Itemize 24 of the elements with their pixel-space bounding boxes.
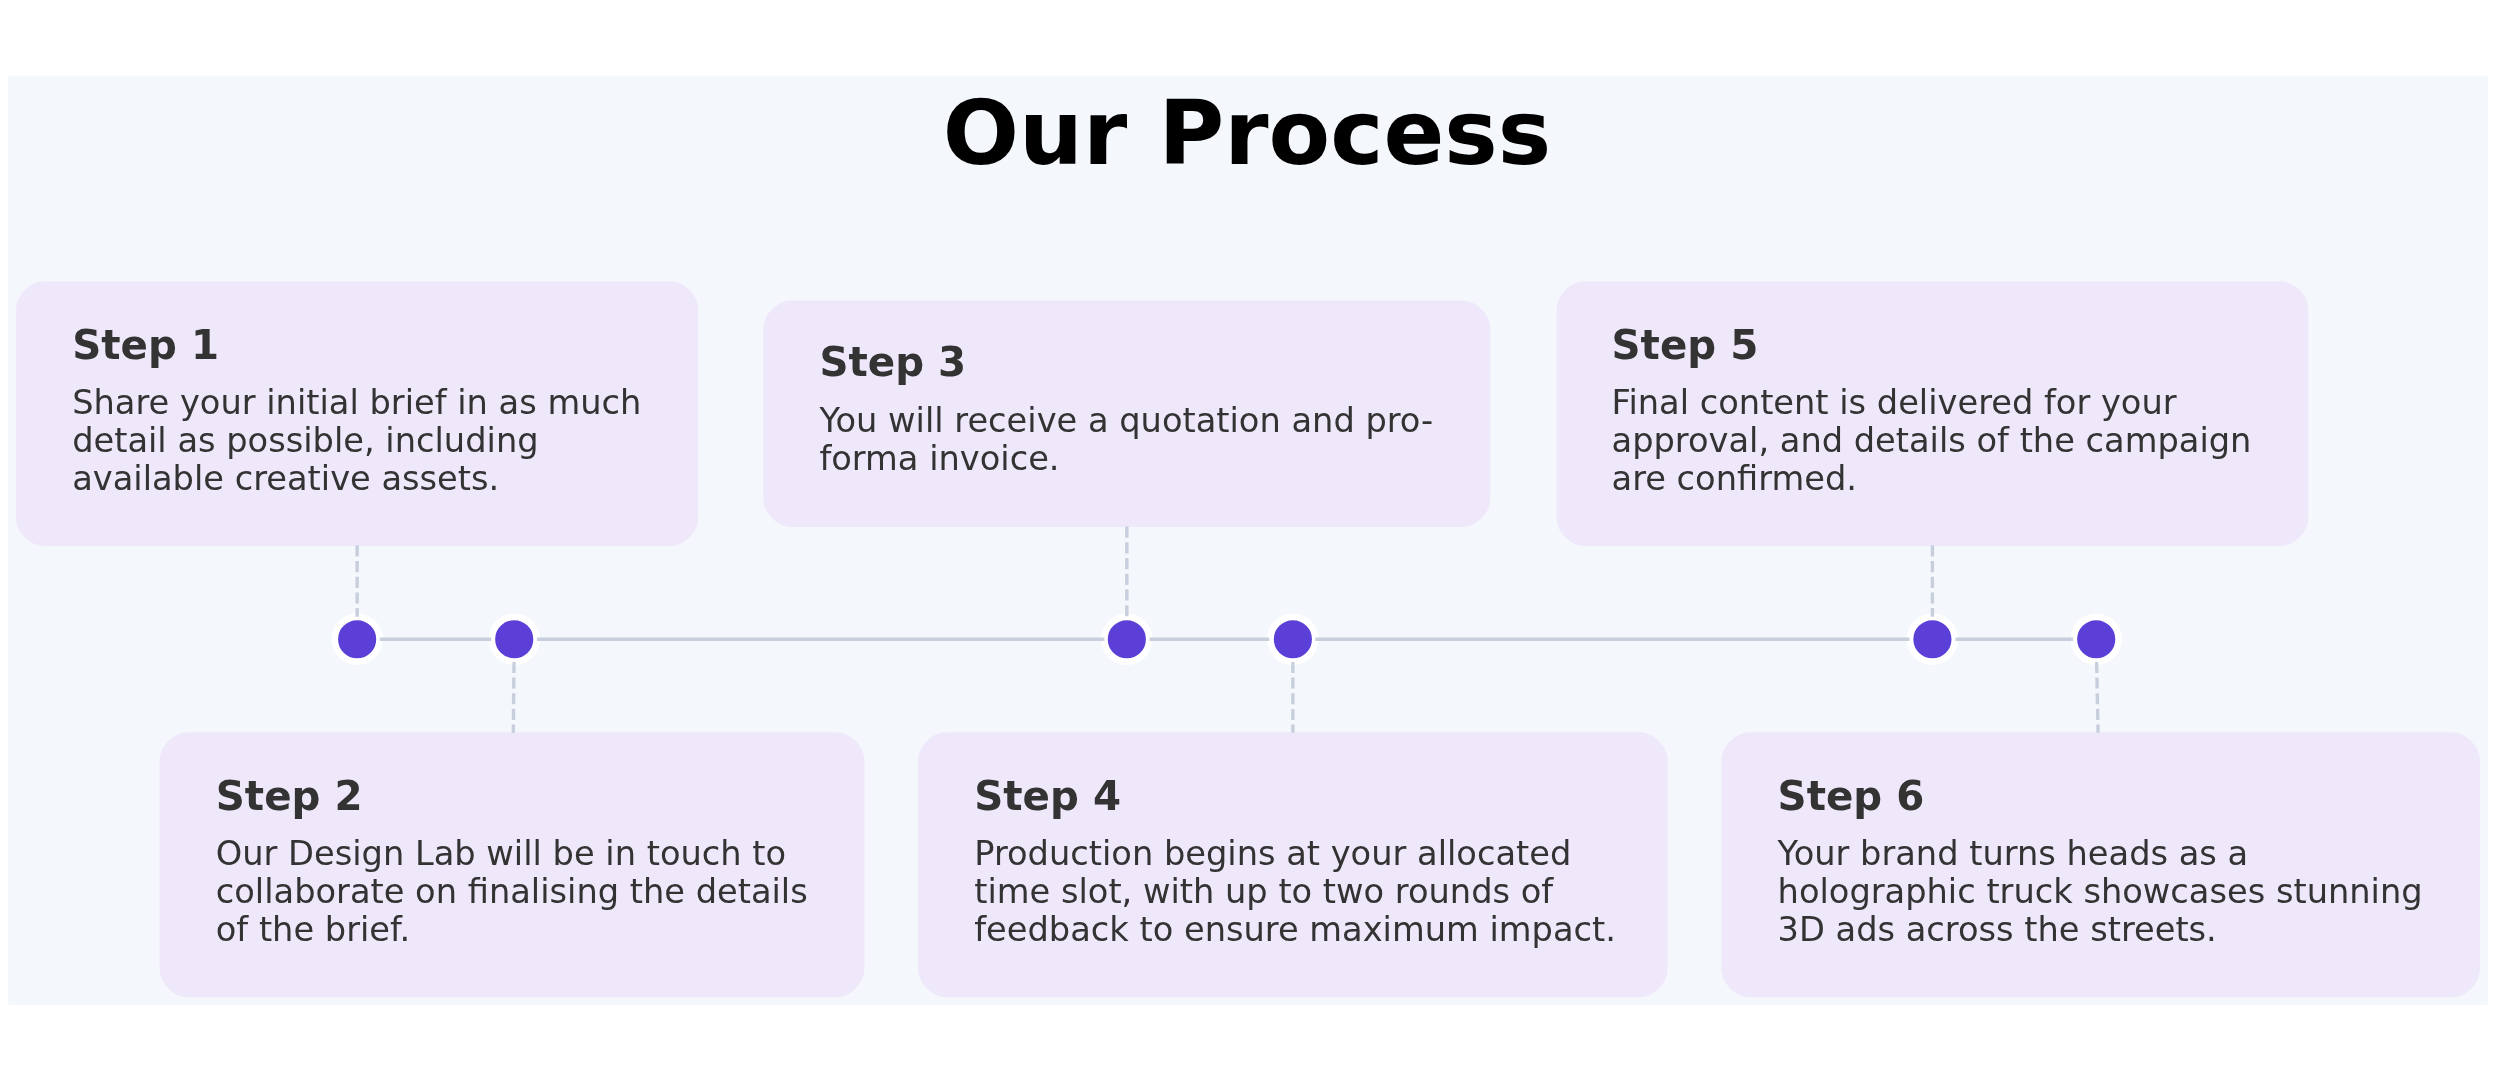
node-box: Step 6 Your brand turns heads as a holographic truck showcases stunning 3D ads across the streets. [1721, 731, 2480, 997]
connector [1149, 637, 1270, 641]
connector [379, 637, 492, 641]
node-box: Step 4 Production begins at your allocated time slot, with up to two rounds of feedback to ensure maximum impact. [918, 731, 1668, 997]
node-box: Step 3 You will receive a quotation and pro-forma invoice. [763, 299, 1491, 527]
connector [1125, 526, 1129, 617]
node-circle [1101, 612, 1153, 665]
node-box: Step 2 Our Design Lab will be in touch to collaborate on finalising the details of the brief. [159, 731, 865, 997]
connector [1291, 661, 1295, 733]
connector [1955, 637, 2074, 641]
node-circle [331, 612, 383, 665]
connector [1315, 637, 1910, 641]
node-circle [2070, 612, 2123, 665]
connector [2094, 661, 2100, 733]
diagram-title: Our Process [942, 80, 1552, 185]
node-box: Step 1 Share your initial brief in as much detail as possible, including available creative assets. [16, 280, 699, 546]
connector [355, 544, 359, 617]
connector [536, 637, 1105, 641]
connector [1930, 544, 1935, 617]
node-circle [1267, 612, 1319, 665]
connector [511, 661, 516, 733]
node-circle [1906, 612, 1959, 665]
node-box: Step 5 Final content is delivered for your approval, and details of the campaign are confirmed. [1556, 280, 2309, 546]
node-circle [488, 612, 541, 665]
